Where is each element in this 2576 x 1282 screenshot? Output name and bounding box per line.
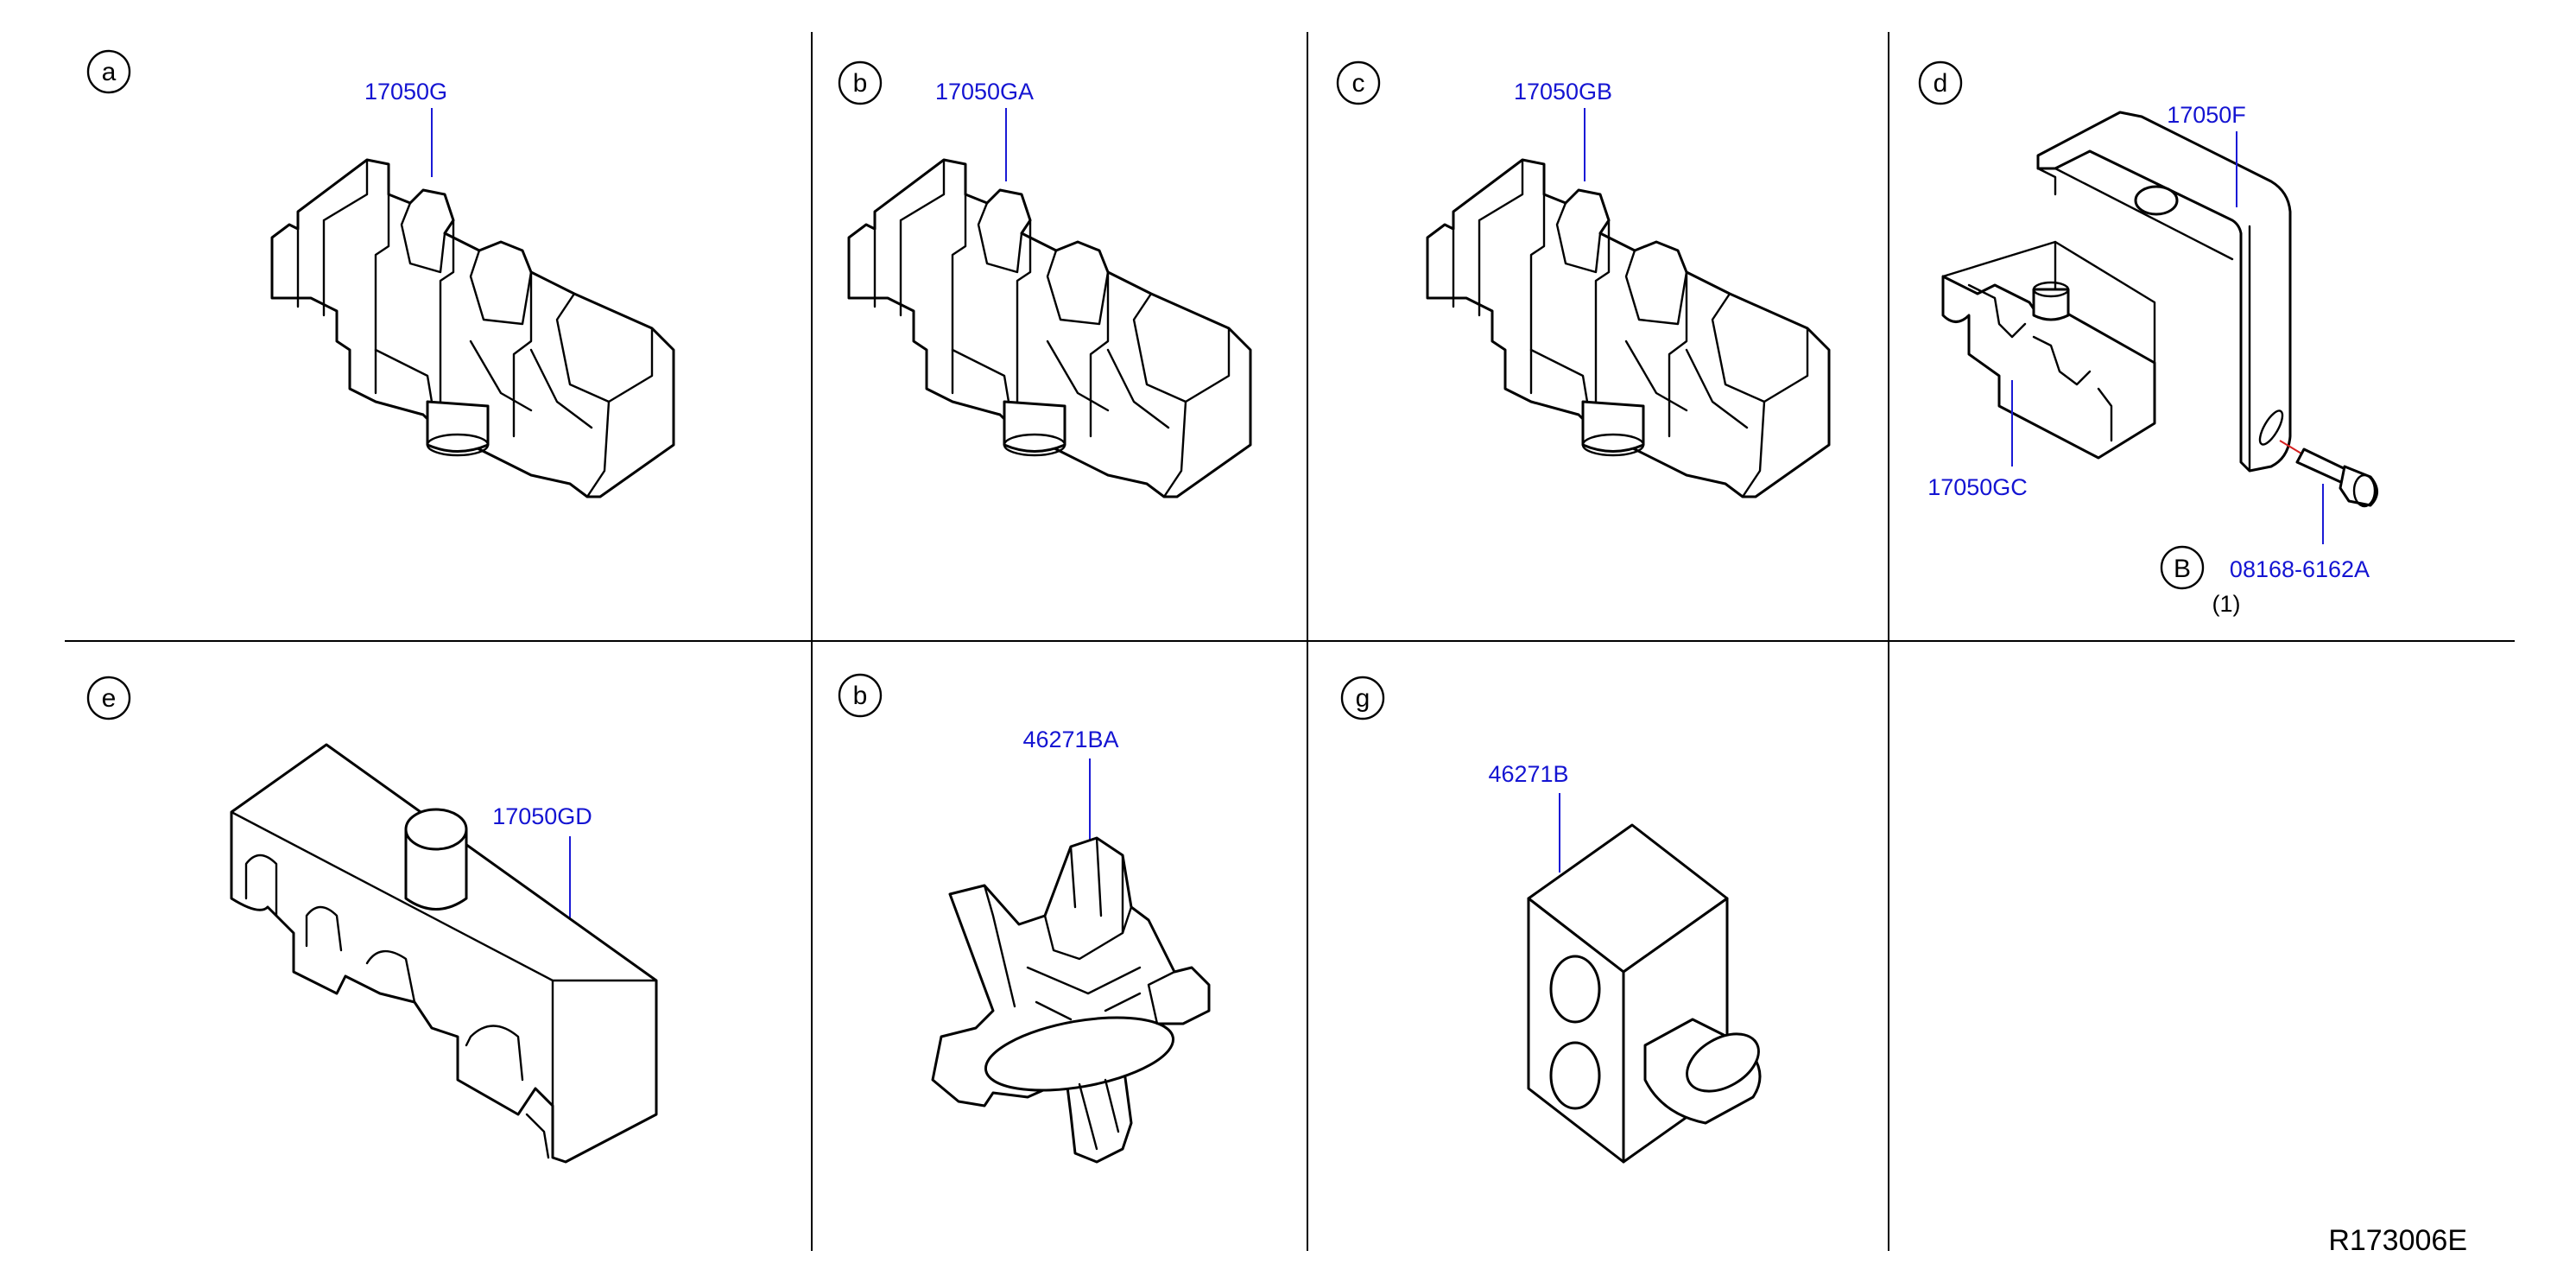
panel-b-top: b 17050GA [838, 60, 1252, 498]
part-number-label[interactable]: 17050G [364, 79, 447, 105]
bolt-quantity: (1) [2212, 591, 2241, 617]
panel-letter-circle [1336, 60, 1381, 105]
tube-clamp-illustration [270, 158, 675, 498]
part-number-label[interactable]: 17050GD [492, 803, 592, 829]
panel-letter: c [1352, 69, 1365, 98]
bolt-marker: B [2174, 555, 2191, 583]
panel-letter-circle [838, 60, 883, 105]
panel-g: g 46271B [1340, 676, 1762, 1164]
panel-letter: e [102, 684, 117, 713]
part-number-label[interactable]: 08168-6162A [2230, 556, 2370, 582]
panel-a: a 17050G [86, 49, 675, 498]
block-clip-illustration [1527, 823, 1762, 1164]
panel-letter-circle [1918, 60, 1963, 105]
panel-letter: g [1356, 684, 1370, 713]
panel-d: d 17050F 17050GC B [1918, 60, 2378, 617]
tube-clamp-illustration [1426, 158, 1831, 498]
panel-c: c 17050GB [1336, 60, 1831, 498]
clip-illustration [1941, 240, 2156, 460]
part-number-label[interactable]: 46271BA [1022, 727, 1118, 752]
part-number-label[interactable]: 17050GC [1927, 474, 2028, 500]
panel-letter: b [853, 69, 868, 98]
panel-letter-circle [86, 676, 131, 720]
part-number-label[interactable]: 17050F [2167, 102, 2246, 128]
push-clip-illustration [931, 836, 1211, 1164]
panel-letter-circle [838, 673, 883, 718]
part-number-label[interactable]: 17050GB [1514, 79, 1612, 105]
part-number-label[interactable]: 46271B [1488, 761, 1568, 787]
panel-letter: b [853, 682, 868, 710]
panel-letter: d [1934, 69, 1948, 98]
bolt-marker-circle [2160, 545, 2205, 590]
panel-letter-circle [86, 49, 131, 94]
panel-e: e 17050GD [86, 676, 658, 1164]
panel-b-bottom: b 46271BA [838, 673, 1211, 1164]
panel-letter: a [102, 58, 117, 86]
tube-clamp-illustration [847, 158, 1252, 498]
clip-illustration [230, 743, 658, 1164]
panel-letter-circle [1340, 676, 1385, 720]
bolt-illustration [2279, 440, 2378, 508]
reference-code: R173006E [2328, 1224, 2467, 1257]
part-number-label[interactable]: 17050GA [935, 79, 1034, 105]
bracket-illustration [2036, 111, 2292, 473]
